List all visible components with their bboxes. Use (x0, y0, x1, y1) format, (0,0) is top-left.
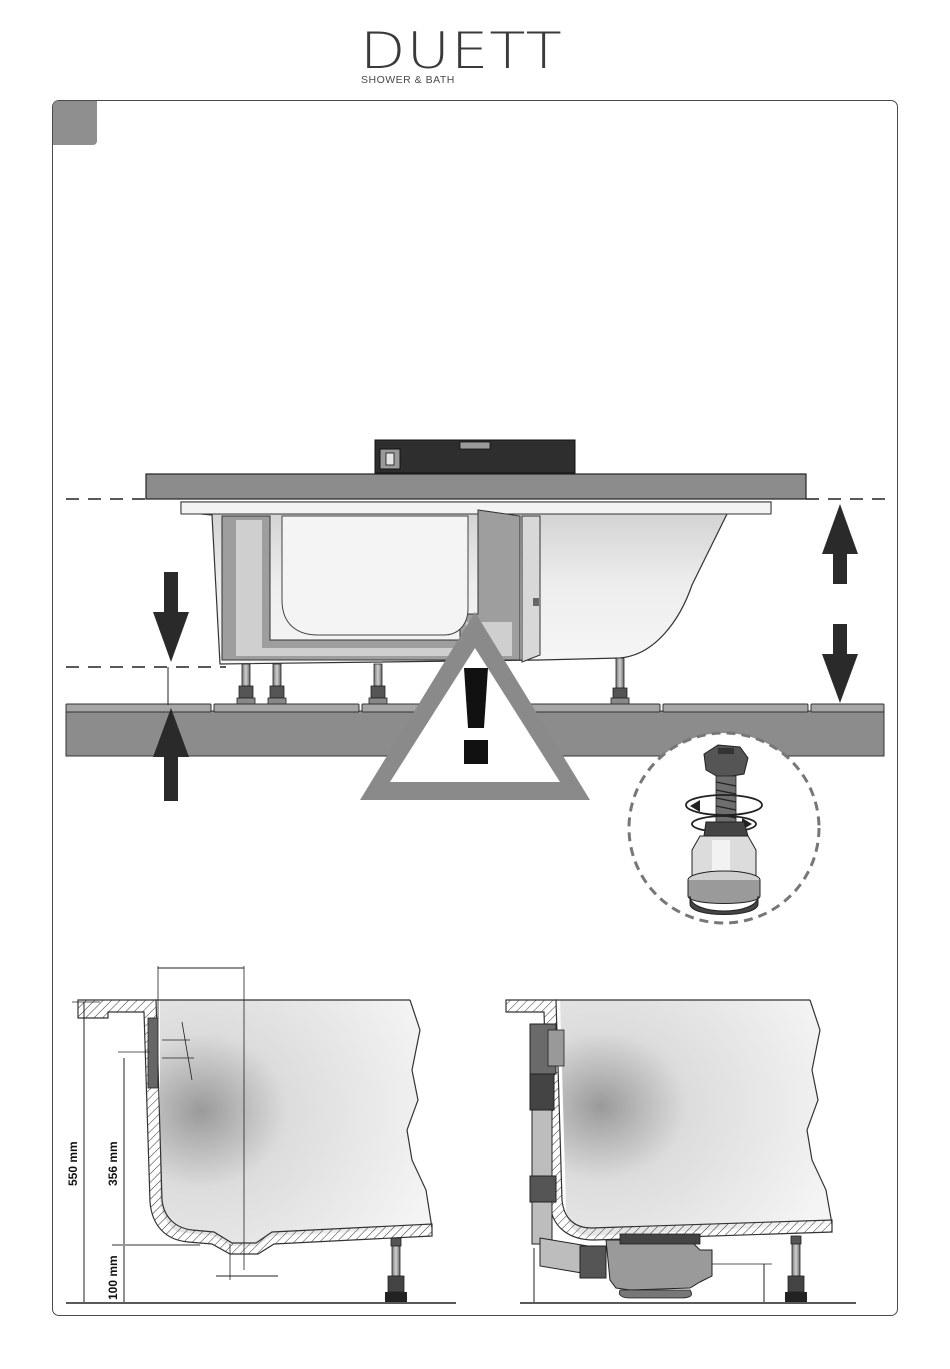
section-view-right (506, 1000, 856, 1303)
gap-arrows-left (153, 572, 189, 801)
leg-adjust-detail (629, 733, 819, 923)
dimension-total-height: 550 mm (66, 1141, 80, 1186)
dimension-leg-height: 100 mm (106, 1255, 120, 1300)
level-board (146, 474, 806, 499)
dimension-rim-to-floor: 356 mm (106, 1141, 120, 1186)
height-arrows-right (822, 504, 858, 703)
section-view-left (66, 966, 456, 1303)
spirit-level (375, 440, 575, 473)
